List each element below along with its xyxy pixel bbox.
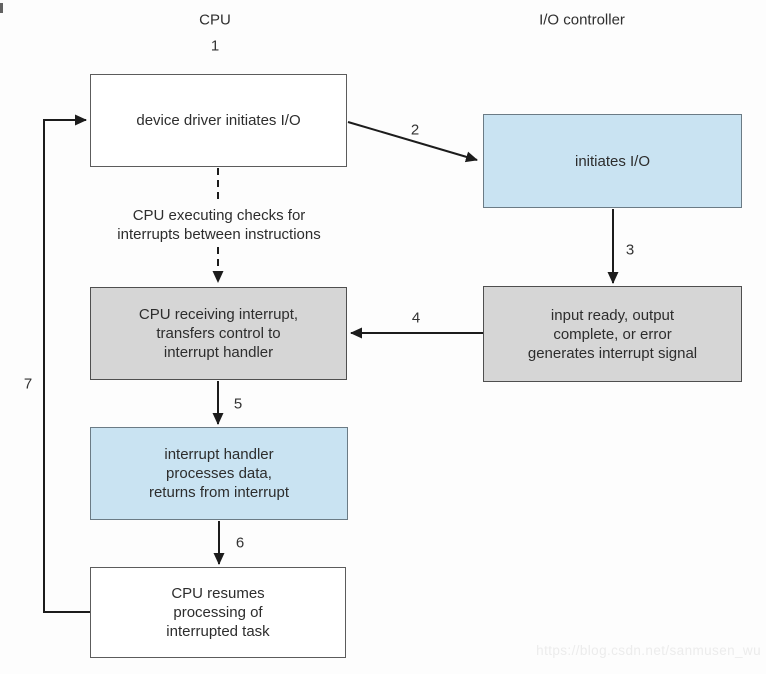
box-initiates-io: initiates I/O — [483, 114, 742, 208]
arrow-step-7 — [43, 114, 90, 613]
box-cpu-resumes: CPU resumes processing of interrupted ta… — [90, 567, 346, 658]
step-label-5: 5 — [233, 395, 243, 413]
step-label-1: 1 — [210, 37, 220, 55]
arrow-step-2 — [347, 121, 478, 163]
step-label-2: 2 — [410, 121, 420, 139]
box-interrupt-handler: interrupt handler processes data, return… — [90, 427, 348, 520]
step-label-4: 4 — [411, 309, 421, 327]
box-input-ready-interrupt-signal: input ready, output complete, or error g… — [483, 286, 742, 382]
column-header-cpu: CPU — [199, 11, 231, 29]
watermark-url: https://blog.csdn.net/sanmusen_wu — [536, 643, 761, 658]
box-device-driver-initiates-io: device driver initiates I/O — [90, 74, 347, 167]
step-label-6: 6 — [235, 534, 245, 552]
corner-artifact-mark — [0, 3, 3, 13]
box-cpu-receiving-interrupt: CPU receiving interrupt, transfers contr… — [90, 287, 347, 380]
step-label-3: 3 — [625, 241, 635, 259]
column-header-io-controller: I/O controller — [539, 11, 625, 29]
step-label-7: 7 — [23, 375, 33, 393]
note-cpu-executing-checks: CPU executing checks for interrupts betw… — [117, 207, 321, 243]
